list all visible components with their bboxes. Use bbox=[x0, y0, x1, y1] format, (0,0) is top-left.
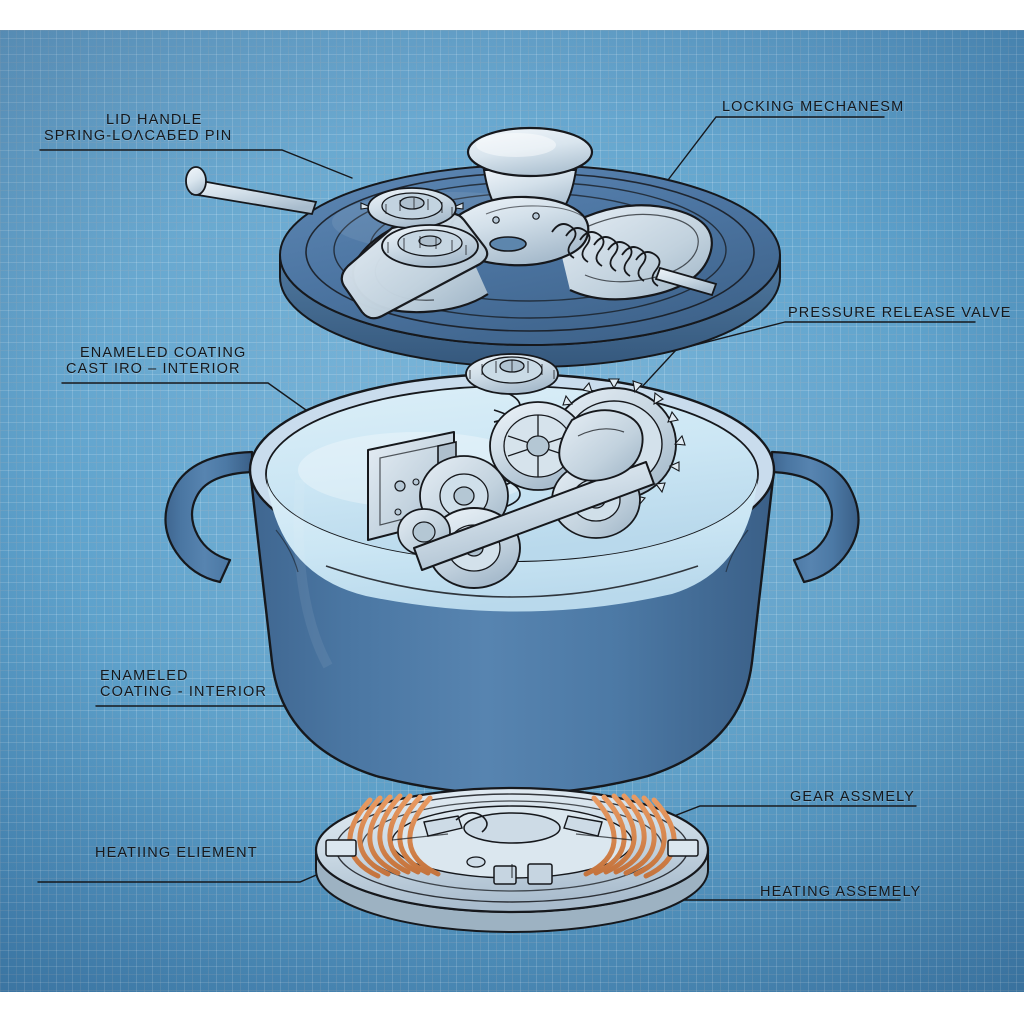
base-sensor bbox=[493, 865, 517, 885]
mount-hole-1 bbox=[394, 480, 406, 492]
bevel-gear-top bbox=[465, 353, 559, 395]
gear-mid bbox=[489, 401, 587, 491]
label-heating-assembly: HEATING ASSEMELY bbox=[760, 884, 922, 900]
pin-spring-coils bbox=[551, 223, 661, 287]
coil-terminal-left bbox=[325, 839, 357, 857]
pot-handle-right bbox=[770, 450, 860, 584]
locking-arm-right-inner bbox=[571, 213, 699, 283]
base-bracket-left bbox=[423, 815, 463, 837]
mount-hole-3 bbox=[394, 508, 402, 516]
pot-body-highlight bbox=[293, 479, 333, 669]
locking-hub-bolt-1 bbox=[532, 212, 540, 220]
lid-gear-teeth-marks bbox=[385, 198, 467, 255]
lid-gear bbox=[360, 187, 464, 229]
pot-interior-floor bbox=[325, 565, 699, 598]
lid-knob bbox=[466, 126, 594, 178]
leader-enameled-cast-iron bbox=[61, 382, 321, 421]
heating-base-assembly[interactable] bbox=[314, 786, 710, 933]
locking-hub-bolt-2 bbox=[492, 216, 500, 224]
lid-knob-top-highlight bbox=[476, 133, 556, 157]
leader-lid-handle bbox=[39, 149, 353, 179]
base-wire bbox=[455, 812, 488, 833]
base-connector bbox=[527, 863, 553, 885]
pot-handle-right-seam bbox=[725, 529, 749, 573]
label-gear-assembly: GEAR ASSMELY bbox=[790, 789, 915, 805]
label-heating-element: HEATIING ELIEMENT bbox=[95, 845, 258, 861]
base-bracket-right bbox=[563, 815, 603, 837]
locking-hub-ribs bbox=[485, 205, 583, 217]
pot-handle-left-seam bbox=[275, 529, 299, 573]
locking-hub-slot bbox=[489, 236, 527, 252]
base-screw bbox=[466, 856, 486, 868]
pot-handle-left bbox=[164, 450, 254, 584]
valve-cylinder bbox=[558, 409, 644, 482]
internal-gear-train[interactable] bbox=[367, 353, 686, 589]
base-spokes bbox=[391, 833, 633, 878]
mount-hole-2 bbox=[412, 478, 420, 486]
spring-loaded-pin-left[interactable] bbox=[185, 166, 318, 216]
valve-cylinder-band bbox=[577, 428, 625, 437]
pot-interior-cavity bbox=[266, 474, 758, 612]
base-hub bbox=[463, 812, 561, 844]
spring-loaded-pin-right[interactable] bbox=[551, 223, 718, 297]
label-enameled-coating-interior: ENAMELED COATING - INTERIOR bbox=[100, 668, 267, 700]
label-enameled-coating-cast-iron: ENAMELED COATING CAST IRO – INTERIOR bbox=[66, 345, 247, 377]
gear-rack-bar bbox=[413, 461, 655, 571]
lid-gear-lower bbox=[381, 224, 479, 268]
label-locking-mechanism: LOCKING MECHANESM bbox=[722, 99, 905, 115]
coil-terminal-right bbox=[667, 839, 699, 857]
label-lid-handle: LID HANDLE SPRING-LOΛCAБED PIN bbox=[44, 112, 233, 144]
lid-assembly[interactable] bbox=[185, 126, 781, 368]
label-pressure-release-valve: PRESSURE RELEASE VALVE bbox=[788, 305, 1012, 321]
